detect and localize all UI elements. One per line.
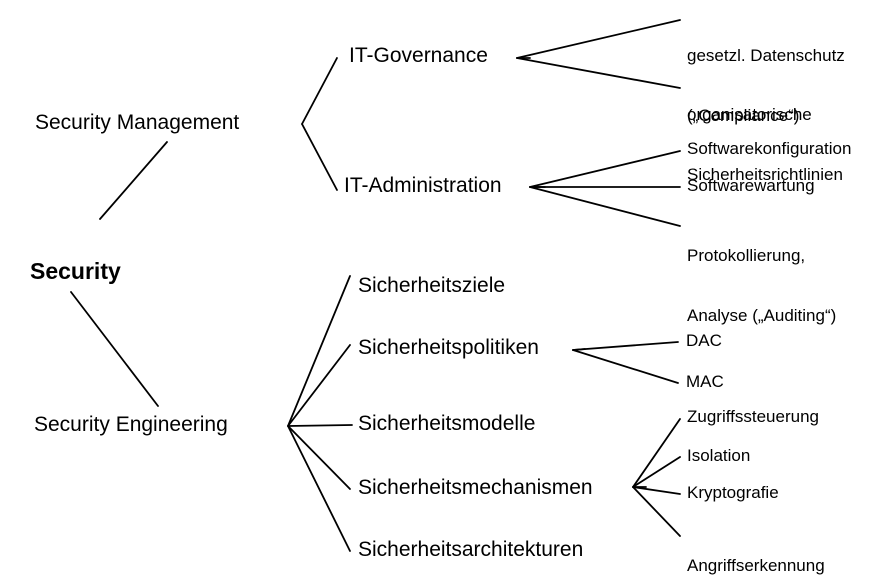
node-security-root[interactable]: Security	[30, 258, 121, 284]
leaf-angriffserkennung[interactable]: Angriffserkennung (Intrusion Detection)	[687, 516, 840, 578]
leaf-organisatorische-sicherheitsrichtlinien[interactable]: organisatorische Sicherheitsrichtlinien	[687, 65, 843, 225]
edge-sicherheitspolitiken-to-dac	[572, 341, 679, 351]
edge-security-engineering-to-sicherheitsarchitekturen	[287, 425, 351, 552]
node-sicherheitsmodelle[interactable]: Sicherheitsmodelle	[358, 412, 536, 435]
edge-sicherheitsmechanismen-to-kryptografie	[632, 486, 681, 495]
edge-sicherheitsmechanismen-to-isolation	[632, 456, 681, 488]
leaf-softwarekonfiguration[interactable]: Softwarekonfiguration	[687, 139, 852, 158]
leaf-softwarewartung[interactable]: Softwarewartung	[687, 176, 815, 195]
leaf-zugriffssteuerung[interactable]: Zugriffssteuerung	[687, 407, 819, 426]
leaf-gesetzl-datenschutz-line2: („Compliance“)	[687, 106, 800, 126]
node-sicherheitspolitiken[interactable]: Sicherheitspolitiken	[358, 336, 539, 359]
leaf-angriffserkennung-line1: Angriffserkennung	[687, 556, 825, 576]
edge-security-management-to-it-governance	[301, 57, 338, 125]
edge-sicherheitsmechanismen-to-angriffserkennung	[632, 486, 681, 537]
edge-security-engineering-to-sicherheitsmechanismen	[287, 425, 351, 490]
edge-it-governance-to-gesetzl-datenschutz	[516, 19, 681, 59]
edge-sicherheitspolitiken-to-mac	[572, 349, 679, 384]
leaf-protokollierung-line2: Analyse („Auditing“)	[687, 306, 837, 326]
leaf-gesetzl-datenschutz-line1: gesetzl. Datenschutz	[687, 46, 845, 66]
leaf-protokollierung-line1: Protokollierung,	[687, 246, 806, 266]
leaf-isolation[interactable]: Isolation	[687, 446, 751, 465]
leaf-gesetzl-datenschutz[interactable]: gesetzl. Datenschutz („Compliance“)	[687, 6, 845, 166]
edge-security-engineering-to-sicherheitsmodelle	[287, 424, 353, 427]
edge-it-administration-to-protokollierung	[529, 186, 681, 227]
node-security-engineering[interactable]: Security Engineering	[34, 413, 228, 436]
node-security-management[interactable]: Security Management	[35, 111, 240, 134]
edge-root-to-security-management	[99, 141, 168, 220]
edge-it-administration-to-softwarekonfiguration	[529, 150, 681, 188]
edge-sicherheitsmechanismen-to-zugriffssteuerung	[632, 418, 681, 488]
edge-security-management-to-it-administration	[301, 123, 338, 191]
edge-root-to-security-engineering	[70, 291, 159, 407]
leaf-dac[interactable]: DAC	[686, 331, 722, 350]
node-it-governance[interactable]: IT-Governance	[349, 44, 488, 67]
leaf-organisatorische-line2: Sicherheitsrichtlinien	[687, 165, 843, 185]
node-it-administration[interactable]: IT-Administration	[344, 174, 502, 197]
leaf-mac[interactable]: MAC	[686, 372, 724, 391]
leaf-kryptografie[interactable]: Kryptografie	[687, 483, 779, 502]
node-sicherheitsmechanismen[interactable]: Sicherheitsmechanismen	[358, 476, 593, 499]
edge-it-governance-to-organisatorische	[516, 57, 681, 89]
node-sicherheitsziele[interactable]: Sicherheitsziele	[358, 274, 506, 297]
leaf-organisatorische-line1: organisatorische	[687, 105, 812, 125]
edge-security-engineering-to-sicherheitspolitiken	[287, 344, 351, 427]
leaf-protokollierung-analyse[interactable]: Protokollierung, Analyse („Auditing“)	[687, 206, 836, 366]
edge-security-engineering-to-sicherheitsziele	[287, 275, 351, 427]
node-sicherheitsarchitekturen[interactable]: Sicherheitsarchitekturen	[358, 538, 584, 561]
